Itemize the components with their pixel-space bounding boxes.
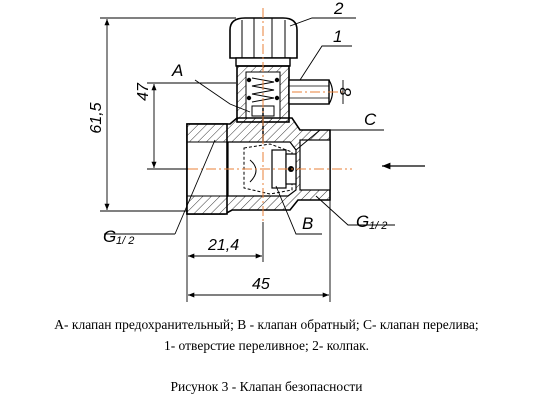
thread-right-label: G bbox=[356, 212, 369, 231]
dim-offset-width: 21,4 bbox=[207, 237, 239, 254]
dimension-lines bbox=[100, 17, 344, 302]
leader-lines bbox=[104, 17, 395, 235]
dim-overall-width: 45 bbox=[252, 276, 270, 293]
thread-left-label: G bbox=[103, 227, 116, 246]
valve-body bbox=[186, 117, 331, 215]
center-lines bbox=[170, 8, 352, 222]
dim-outlet-size: 8 bbox=[338, 87, 355, 96]
dim-upper-height: 47 bbox=[135, 82, 152, 101]
overflow-outlet bbox=[288, 79, 334, 105]
figure-caption: Рисунок 3 - Клапан безопасности bbox=[170, 379, 363, 394]
dim-overall-height: 61,5 bbox=[88, 102, 105, 133]
callout-1: 1 bbox=[333, 27, 342, 46]
legend-line-2: 1- отверстие переливное; 2- колпак. bbox=[163, 338, 370, 353]
valve-drawing: 2 1 A C B G 1/ 2 G 1/ 2 61,5 47 21,4 45 … bbox=[88, 0, 425, 302]
callout-B: B bbox=[302, 214, 313, 233]
legend-line-1: A- клапан предохранительный; B - клапан … bbox=[54, 317, 479, 332]
callout-C: C bbox=[364, 110, 377, 129]
callout-A: A bbox=[171, 61, 183, 80]
callout-2: 2 bbox=[333, 0, 344, 18]
thread-left-sub: 1/ 2 bbox=[116, 235, 134, 247]
thread-right-sub: 1/ 2 bbox=[369, 220, 387, 232]
